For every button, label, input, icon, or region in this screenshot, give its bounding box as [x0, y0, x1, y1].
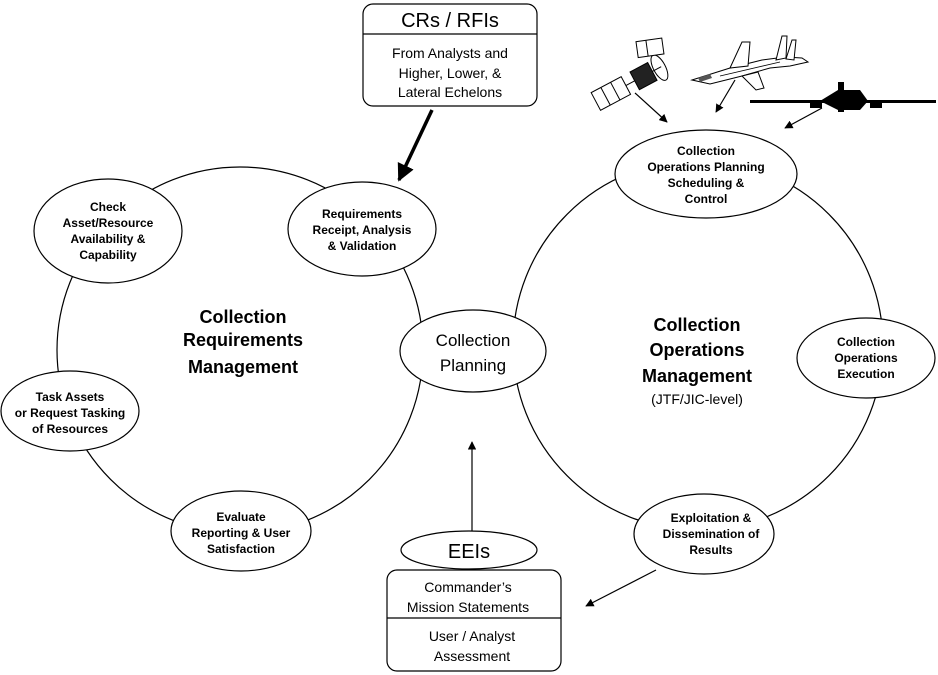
task-line-3: of Resources	[32, 422, 108, 436]
center-line-1: Collection	[436, 331, 511, 350]
jet-arrow	[715, 79, 736, 113]
commander-box: Commander’s Mission Statements User / An…	[386, 569, 562, 672]
check-line-1: Check	[90, 200, 126, 214]
node-collection-planning: Collection Planning	[399, 309, 547, 393]
left-cycle-title: Collection Requirements Management	[183, 307, 303, 377]
plan-line-1: Collection	[677, 144, 735, 158]
left-title-line-3: Management	[188, 357, 298, 377]
check-line-3: Availability &	[71, 232, 146, 246]
assessment-line-2: Assessment	[434, 648, 510, 664]
exploit-line-3: Results	[689, 543, 733, 557]
exploit-line-1: Exploitation &	[671, 511, 752, 525]
right-title-line-1: Collection	[653, 315, 740, 335]
task-line-2: or Request Tasking	[15, 406, 125, 420]
crs-rfis-box: CRs / RFIs From Analysts and Higher, Low…	[362, 3, 538, 107]
aircraft-arrow	[784, 107, 823, 129]
crs-line-1: From Analysts and	[392, 45, 508, 61]
req-line-1: Requirements	[322, 207, 402, 221]
right-title-line-2: Operations	[649, 340, 744, 360]
task-line-1: Task Assets	[36, 390, 105, 404]
right-subtitle: (JTF/JIC-level)	[651, 391, 743, 407]
plan-line-2: Operations Planning	[647, 160, 764, 174]
req-line-2: Receipt, Analysis	[313, 223, 412, 237]
results-arrow	[585, 569, 657, 607]
node-operations-planning: Collection Operations Planning Schedulin…	[614, 129, 798, 219]
check-line-4: Capability	[79, 248, 137, 262]
plan-line-4: Control	[685, 192, 728, 206]
eval-line-3: Satisfaction	[207, 542, 275, 556]
aircraft-icon	[750, 82, 936, 112]
node-evaluate-reporting: Evaluate Reporting & User Satisfaction	[170, 490, 312, 572]
exec-line-3: Execution	[837, 367, 894, 381]
eval-line-1: Evaluate	[216, 510, 266, 524]
left-title-line-2: Requirements	[183, 330, 303, 350]
satellite-arrow	[634, 92, 668, 123]
node-check-asset: Check Asset/Resource Availability & Capa…	[33, 178, 183, 284]
eeis-label: EEIs	[448, 541, 490, 563]
exec-line-2: Operations	[834, 351, 898, 365]
assessment-line-1: User / Analyst	[429, 628, 515, 644]
eval-line-2: Reporting & User	[192, 526, 291, 540]
center-line-2: Planning	[440, 356, 506, 375]
right-cycle-title: Collection Operations Management (JTF/JI…	[642, 315, 752, 407]
left-title-line-1: Collection	[199, 307, 286, 327]
check-line-2: Asset/Resource	[63, 216, 154, 230]
req-line-3: & Validation	[328, 239, 397, 253]
satellite-icon	[590, 37, 669, 111]
exploit-line-2: Dissemination of	[663, 527, 761, 541]
eeis-ellipse: EEIs	[400, 530, 538, 570]
node-operations-execution: Collection Operations Execution	[796, 317, 936, 399]
commander-line-2: Mission Statements	[407, 599, 529, 615]
exec-line-1: Collection	[837, 335, 895, 349]
crs-line-3: Lateral Echelons	[398, 84, 502, 100]
node-exploitation: Exploitation & Dissemination of Results	[633, 493, 775, 575]
crs-arrow	[397, 109, 434, 182]
fighter-jet-icon	[690, 35, 810, 91]
commander-line-1: Commander’s	[424, 579, 511, 595]
crs-line-2: Higher, Lower, &	[399, 65, 502, 81]
plan-line-3: Scheduling &	[668, 176, 745, 190]
node-requirements-receipt: Requirements Receipt, Analysis & Validat…	[287, 181, 437, 277]
crs-title: CRs / RFIs	[401, 10, 499, 32]
node-task-assets: Task Assets or Request Tasking of Resour…	[0, 370, 140, 452]
right-title-line-3: Management	[642, 366, 752, 386]
